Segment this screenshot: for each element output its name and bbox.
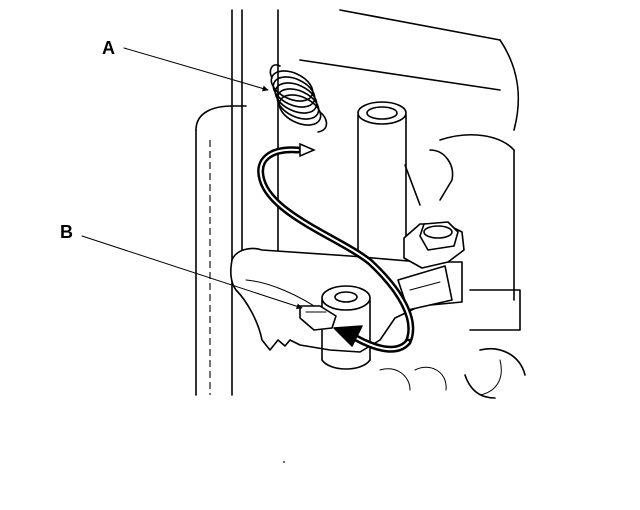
shaft xyxy=(241,9,279,276)
housing-outline xyxy=(195,9,526,399)
hex-bolt-icon xyxy=(403,221,465,269)
lever-tab xyxy=(299,305,337,331)
leader-line-a xyxy=(123,47,269,92)
callout-a-label: A xyxy=(102,38,115,58)
callout-b-label: B xyxy=(60,222,73,242)
install-path-band xyxy=(257,142,415,346)
boss xyxy=(321,285,371,370)
leader-line-b xyxy=(81,235,303,310)
hook-arrow-icon xyxy=(333,325,412,353)
pin xyxy=(357,101,407,251)
coil-spring-icon xyxy=(269,64,328,133)
stray-dot xyxy=(283,461,285,463)
